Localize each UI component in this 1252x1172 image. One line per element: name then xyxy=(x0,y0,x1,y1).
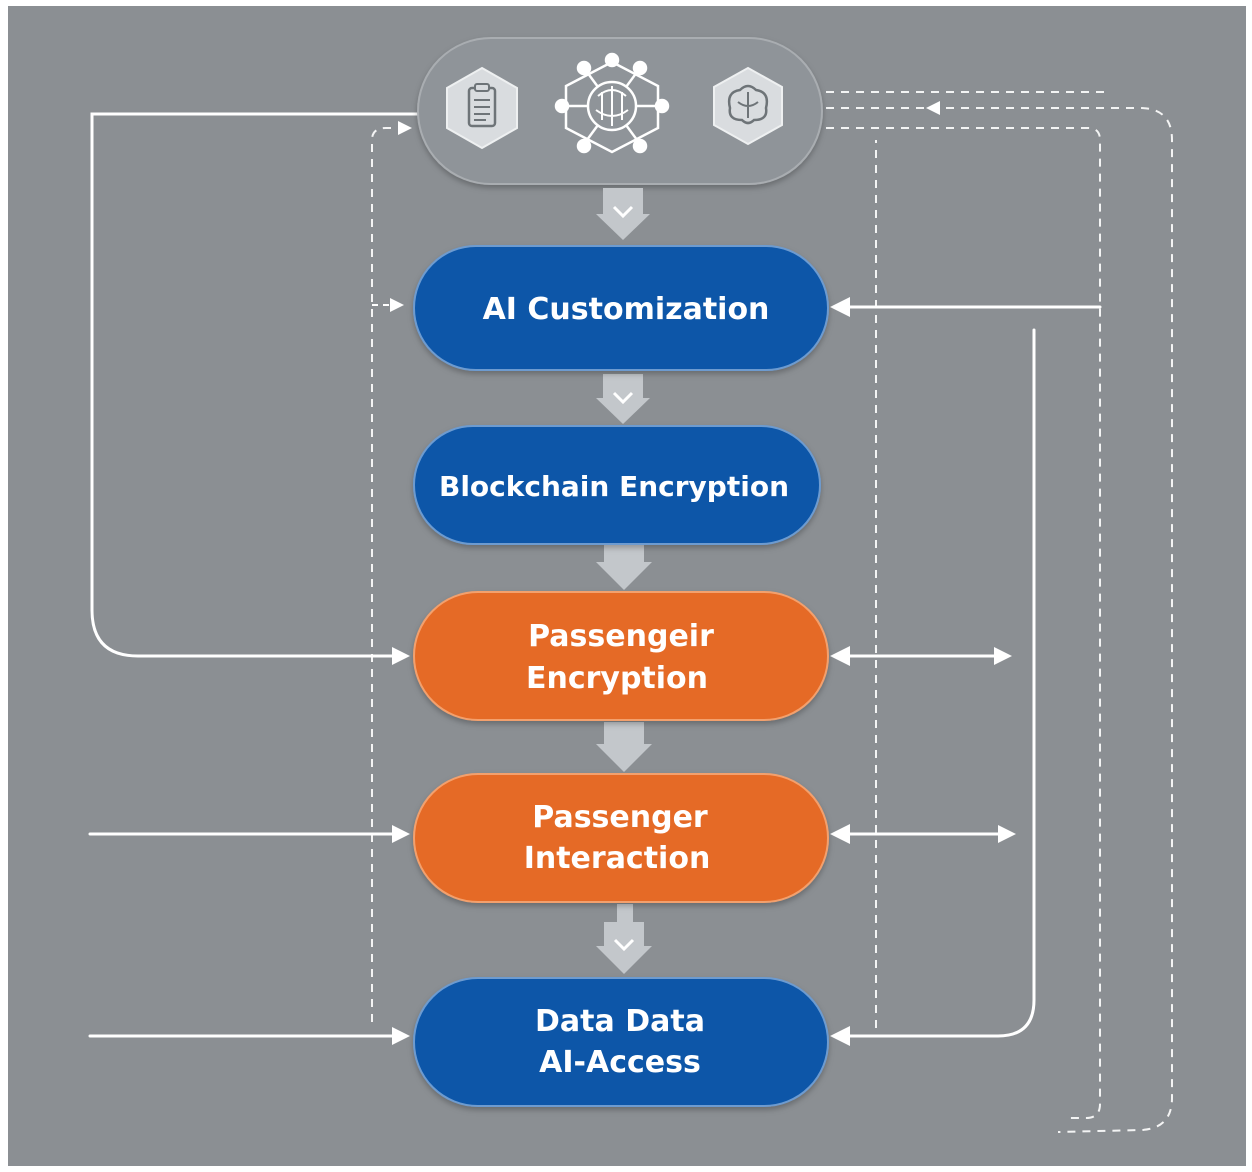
dashed-guides xyxy=(371,91,1173,1133)
arrowhead-passengeir-right-in xyxy=(830,646,850,666)
connector-top-left-loop xyxy=(90,112,422,658)
dashed-arrowheads xyxy=(390,101,940,312)
arrowhead-into-ai-right xyxy=(830,297,850,317)
down-arrow-1 xyxy=(596,188,650,240)
solid-arrowheads xyxy=(392,297,1016,1046)
brain-icon xyxy=(713,66,783,146)
icon-container xyxy=(417,37,823,185)
node-passengeir-encryption-pill xyxy=(413,591,829,721)
node-passenger-interaction-pill xyxy=(413,773,829,903)
dashed-top-line-2 xyxy=(826,107,1173,1133)
arrowhead-dashed-to-ai xyxy=(390,298,404,312)
arrowhead-into-data-right xyxy=(830,1026,850,1046)
arrowhead-into-passengeir-left xyxy=(392,647,410,665)
arrowhead-interaction-right-out xyxy=(998,825,1016,843)
arrowhead-interaction-right-in xyxy=(830,824,850,844)
node-passenger-interaction-line-1: Passenger xyxy=(532,800,708,835)
arrowhead-passengeir-right-out xyxy=(994,647,1012,665)
down-arrow-5 xyxy=(596,904,652,974)
node-passenger-interaction-line-2: Interaction xyxy=(524,841,711,876)
node-passengeir-encryption-line-2: Encryption xyxy=(526,661,708,696)
node-ai-customization-label: AI Customization xyxy=(483,292,770,327)
connector-right-loop-to-data xyxy=(844,328,1036,1038)
node-ai-customization-pill xyxy=(413,245,829,371)
node-data-ai-access-line-2: AI-Access xyxy=(539,1045,701,1080)
arrowhead-into-data-left xyxy=(392,1027,410,1045)
down-arrows xyxy=(596,188,652,974)
down-arrow-2 xyxy=(596,374,650,424)
arrowhead-into-interaction-left xyxy=(392,825,410,843)
node-data-ai-access-pill xyxy=(413,977,829,1107)
dashed-top-line-3 xyxy=(826,127,1101,1119)
node-passengeir-encryption-line-1: Passengeir xyxy=(528,619,714,654)
node-blockchain-encryption-label: Blockchain Encryption xyxy=(439,470,789,503)
arrowhead-top-return xyxy=(926,101,940,115)
solid-connectors xyxy=(88,112,1102,1038)
neural-network-icon xyxy=(554,52,670,154)
node-ai-customization: AI Customization xyxy=(413,245,829,371)
arrowhead-left-into-icons xyxy=(398,121,412,135)
dashed-left-vertical xyxy=(371,127,412,1022)
node-passengeir-encryption: Passengeir Encryption xyxy=(413,591,829,721)
down-arrow-3 xyxy=(596,540,652,590)
node-blockchain-encryption-pill xyxy=(413,425,821,545)
document-icon xyxy=(446,66,518,150)
node-passenger-interaction: Passenger Interaction xyxy=(413,773,829,903)
down-arrow-4 xyxy=(596,722,652,772)
node-data-ai-access-line-1: Data Data xyxy=(535,1004,705,1039)
node-blockchain-encryption: Blockchain Encryption xyxy=(413,425,821,545)
node-data-ai-access: Data Data AI-Access xyxy=(413,977,829,1107)
